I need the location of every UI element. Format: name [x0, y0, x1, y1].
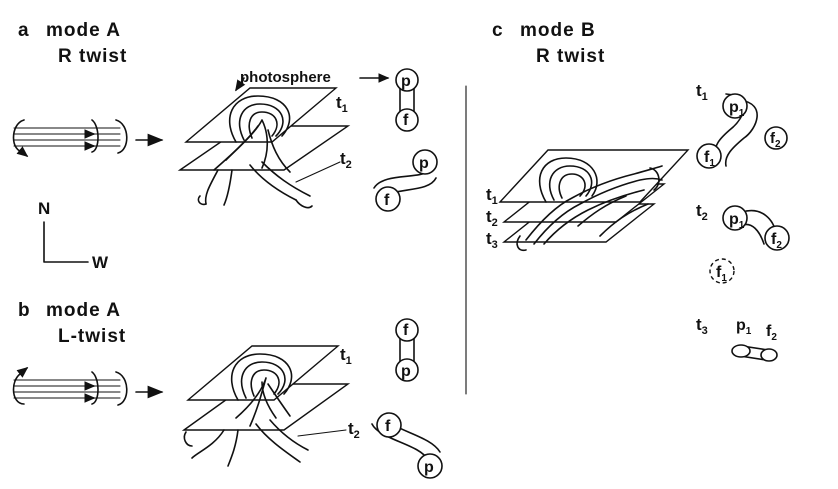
panel-c: c mode B R twist t1 t2 t3 t1: [486, 20, 790, 362]
panel-b-foot-f-t1: f: [403, 322, 409, 339]
panel-a: a mode A R twist: [12, 20, 438, 212]
panel-c-fp-t1-label: t1: [696, 81, 708, 103]
panel-c-fp-t2-label: t2: [696, 201, 708, 223]
panel-b-plane-t1: [186, 345, 340, 401]
panel-c-p1-t1: p1: [729, 99, 745, 119]
panel-b-letter: b: [18, 300, 30, 321]
panel-c-f2-t3: f2: [766, 323, 777, 343]
panel-a-foot-p-t1: p: [401, 73, 411, 90]
panel-c-footpoints-t1: p1 f1 f2: [696, 93, 788, 169]
panel-c-p1-t2: p1: [729, 211, 745, 231]
panel-a-title: mode A: [46, 20, 121, 41]
panel-a-footpoints-t1: p f: [395, 68, 419, 132]
panel-c-footpoints-t3: p1 f2: [731, 317, 778, 362]
panel-a-twisted-loops: [213, 95, 291, 173]
panel-b-foot-p-t1: p: [401, 363, 411, 380]
compass-west: W: [92, 253, 109, 272]
panel-b-foot-p-t2: p: [424, 459, 434, 476]
panel-a-photosphere-label: photosphere: [240, 69, 331, 86]
panel-b-loops-lower: [183, 419, 309, 467]
panel-a-subtitle: R twist: [58, 46, 127, 67]
panel-b-flux-tube: [12, 367, 128, 406]
panel-a-foot-f-t1: f: [403, 112, 409, 129]
panel-c-twisted-loops: [516, 157, 663, 252]
panel-b-foot-f-t2: f: [385, 418, 391, 435]
panel-b-subtitle: L-twist: [58, 326, 126, 347]
panel-b-footpoints-t1: f p: [395, 318, 419, 382]
panel-a-foot-p-t2: p: [419, 155, 429, 172]
panel-c-t3-label: t3: [486, 229, 498, 251]
panel-c-f1-t1: f1: [704, 149, 715, 169]
panel-b-title: mode A: [46, 300, 121, 321]
panel-c-title: mode B: [520, 20, 596, 41]
panel-a-letter: a: [18, 20, 29, 41]
panel-c-f1-t2-dashed: f1: [716, 264, 727, 284]
panel-c-t1-label: t1: [486, 185, 498, 207]
panel-c-p1-t3: p1: [736, 317, 752, 337]
panel-c-footpoints-t2: p1 f2 f1: [709, 205, 790, 284]
panel-c-f2-t2: f2: [771, 231, 782, 251]
panel-c-f2-t1: f2: [770, 130, 781, 150]
panel-a-loops-lower: [197, 161, 313, 209]
panel-c-letter: c: [492, 20, 503, 41]
compass-north: N: [38, 199, 50, 218]
panel-b-footpoints-t2: f p: [371, 412, 443, 479]
panel-a-foot-f-t2: f: [384, 192, 390, 209]
panel-a-flux-tube: [12, 119, 128, 157]
panel-c-fp-t3-label: t3: [696, 315, 708, 337]
panel-b-twisted-loops: [230, 353, 293, 427]
panel-c-subtitle: R twist: [536, 46, 605, 67]
panel-b: b mode A L-twist: [12, 300, 443, 479]
panel-a-footpoints-t2: p f: [373, 149, 438, 212]
panel-a-t2-label: t2: [340, 149, 352, 171]
panel-c-t2-label: t2: [486, 207, 498, 229]
panel-a-t1-label: t1: [336, 93, 348, 115]
panel-b-t1-label: t1: [340, 345, 352, 367]
compass: N W: [38, 199, 109, 272]
panel-b-t2-label: t2: [348, 419, 360, 441]
